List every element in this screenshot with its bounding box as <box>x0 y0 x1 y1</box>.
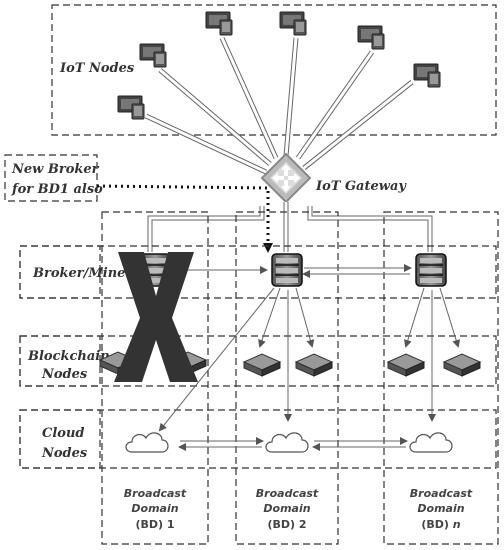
broker-server-icon <box>415 253 447 287</box>
broker-to-node-arrows <box>158 287 461 432</box>
broker-miner-label: Broker/Miner <box>32 266 133 281</box>
cloud-label-1: Cloud <box>42 426 85 441</box>
domain-1-label: Broadcast Domain (BD) 1 <box>124 487 187 531</box>
iot-device-icon <box>413 63 441 88</box>
domain-1-line-1: Broadcast <box>124 487 187 500</box>
blockchain-node-icon <box>387 353 425 377</box>
domain-2-line-3: (BD) 2 <box>267 518 306 531</box>
cloud-label-2: Nodes <box>41 446 88 461</box>
blockchain-label-2: Nodes <box>41 367 88 382</box>
gateway-to-broker-arrows <box>147 202 433 252</box>
iot-device-icon <box>357 25 385 50</box>
domain-n-line-2: Domain <box>417 502 464 515</box>
blockchain-node-icon <box>295 353 333 377</box>
cloud-node-icon <box>409 432 453 453</box>
blockchain-label-1: Blockchain <box>27 349 110 364</box>
cloud-label-box <box>19 409 101 469</box>
new-broker-label-2: for BD1 also <box>11 182 103 197</box>
domain-n-line-3-italic: n <box>453 518 461 531</box>
domain-1-line-2: Domain <box>131 502 178 515</box>
domain-1-line-3: (BD) 1 <box>135 518 174 531</box>
iot-device-icon <box>139 43 167 68</box>
new-broker-note <box>4 154 98 202</box>
iot-nodes-region <box>51 4 497 136</box>
domain-n-line-3: (BD) n <box>421 518 460 531</box>
broker-server-icon <box>271 253 303 287</box>
domain-n-line-3-prefix: (BD) <box>421 518 452 531</box>
broadcast-domain-2 <box>235 211 339 545</box>
domain-n-line-1: Broadcast <box>410 487 473 500</box>
failed-broker-x-icon <box>114 252 198 382</box>
broker-miner-label-box <box>19 245 101 299</box>
new-broker-label-1: New Broker <box>11 162 100 177</box>
iot-device-icon <box>117 95 145 120</box>
domain-2-label: Broadcast Domain (BD) 2 <box>256 487 319 531</box>
iot-device-icon <box>279 11 307 36</box>
cloud-peer-links <box>178 437 408 451</box>
broadcast-domain-n <box>383 211 499 545</box>
domain-2-line-1: Broadcast <box>256 487 319 500</box>
cloud-node-icon <box>125 432 169 453</box>
iot-device-icon <box>205 11 233 36</box>
blockchain-node-icon <box>243 353 281 377</box>
domain-n-label: Broadcast Domain (BD) n <box>410 487 473 531</box>
cloud-node-icon <box>265 432 309 453</box>
domain-2-line-2: Domain <box>263 502 310 515</box>
iot-nodes-label: IoT Nodes <box>59 61 135 76</box>
blockchain-node-icon <box>443 353 481 377</box>
iot-gateway-label: IoT Gateway <box>315 179 407 194</box>
device-to-gateway-arrows <box>144 36 414 175</box>
broadcast-domain-1 <box>101 211 209 545</box>
